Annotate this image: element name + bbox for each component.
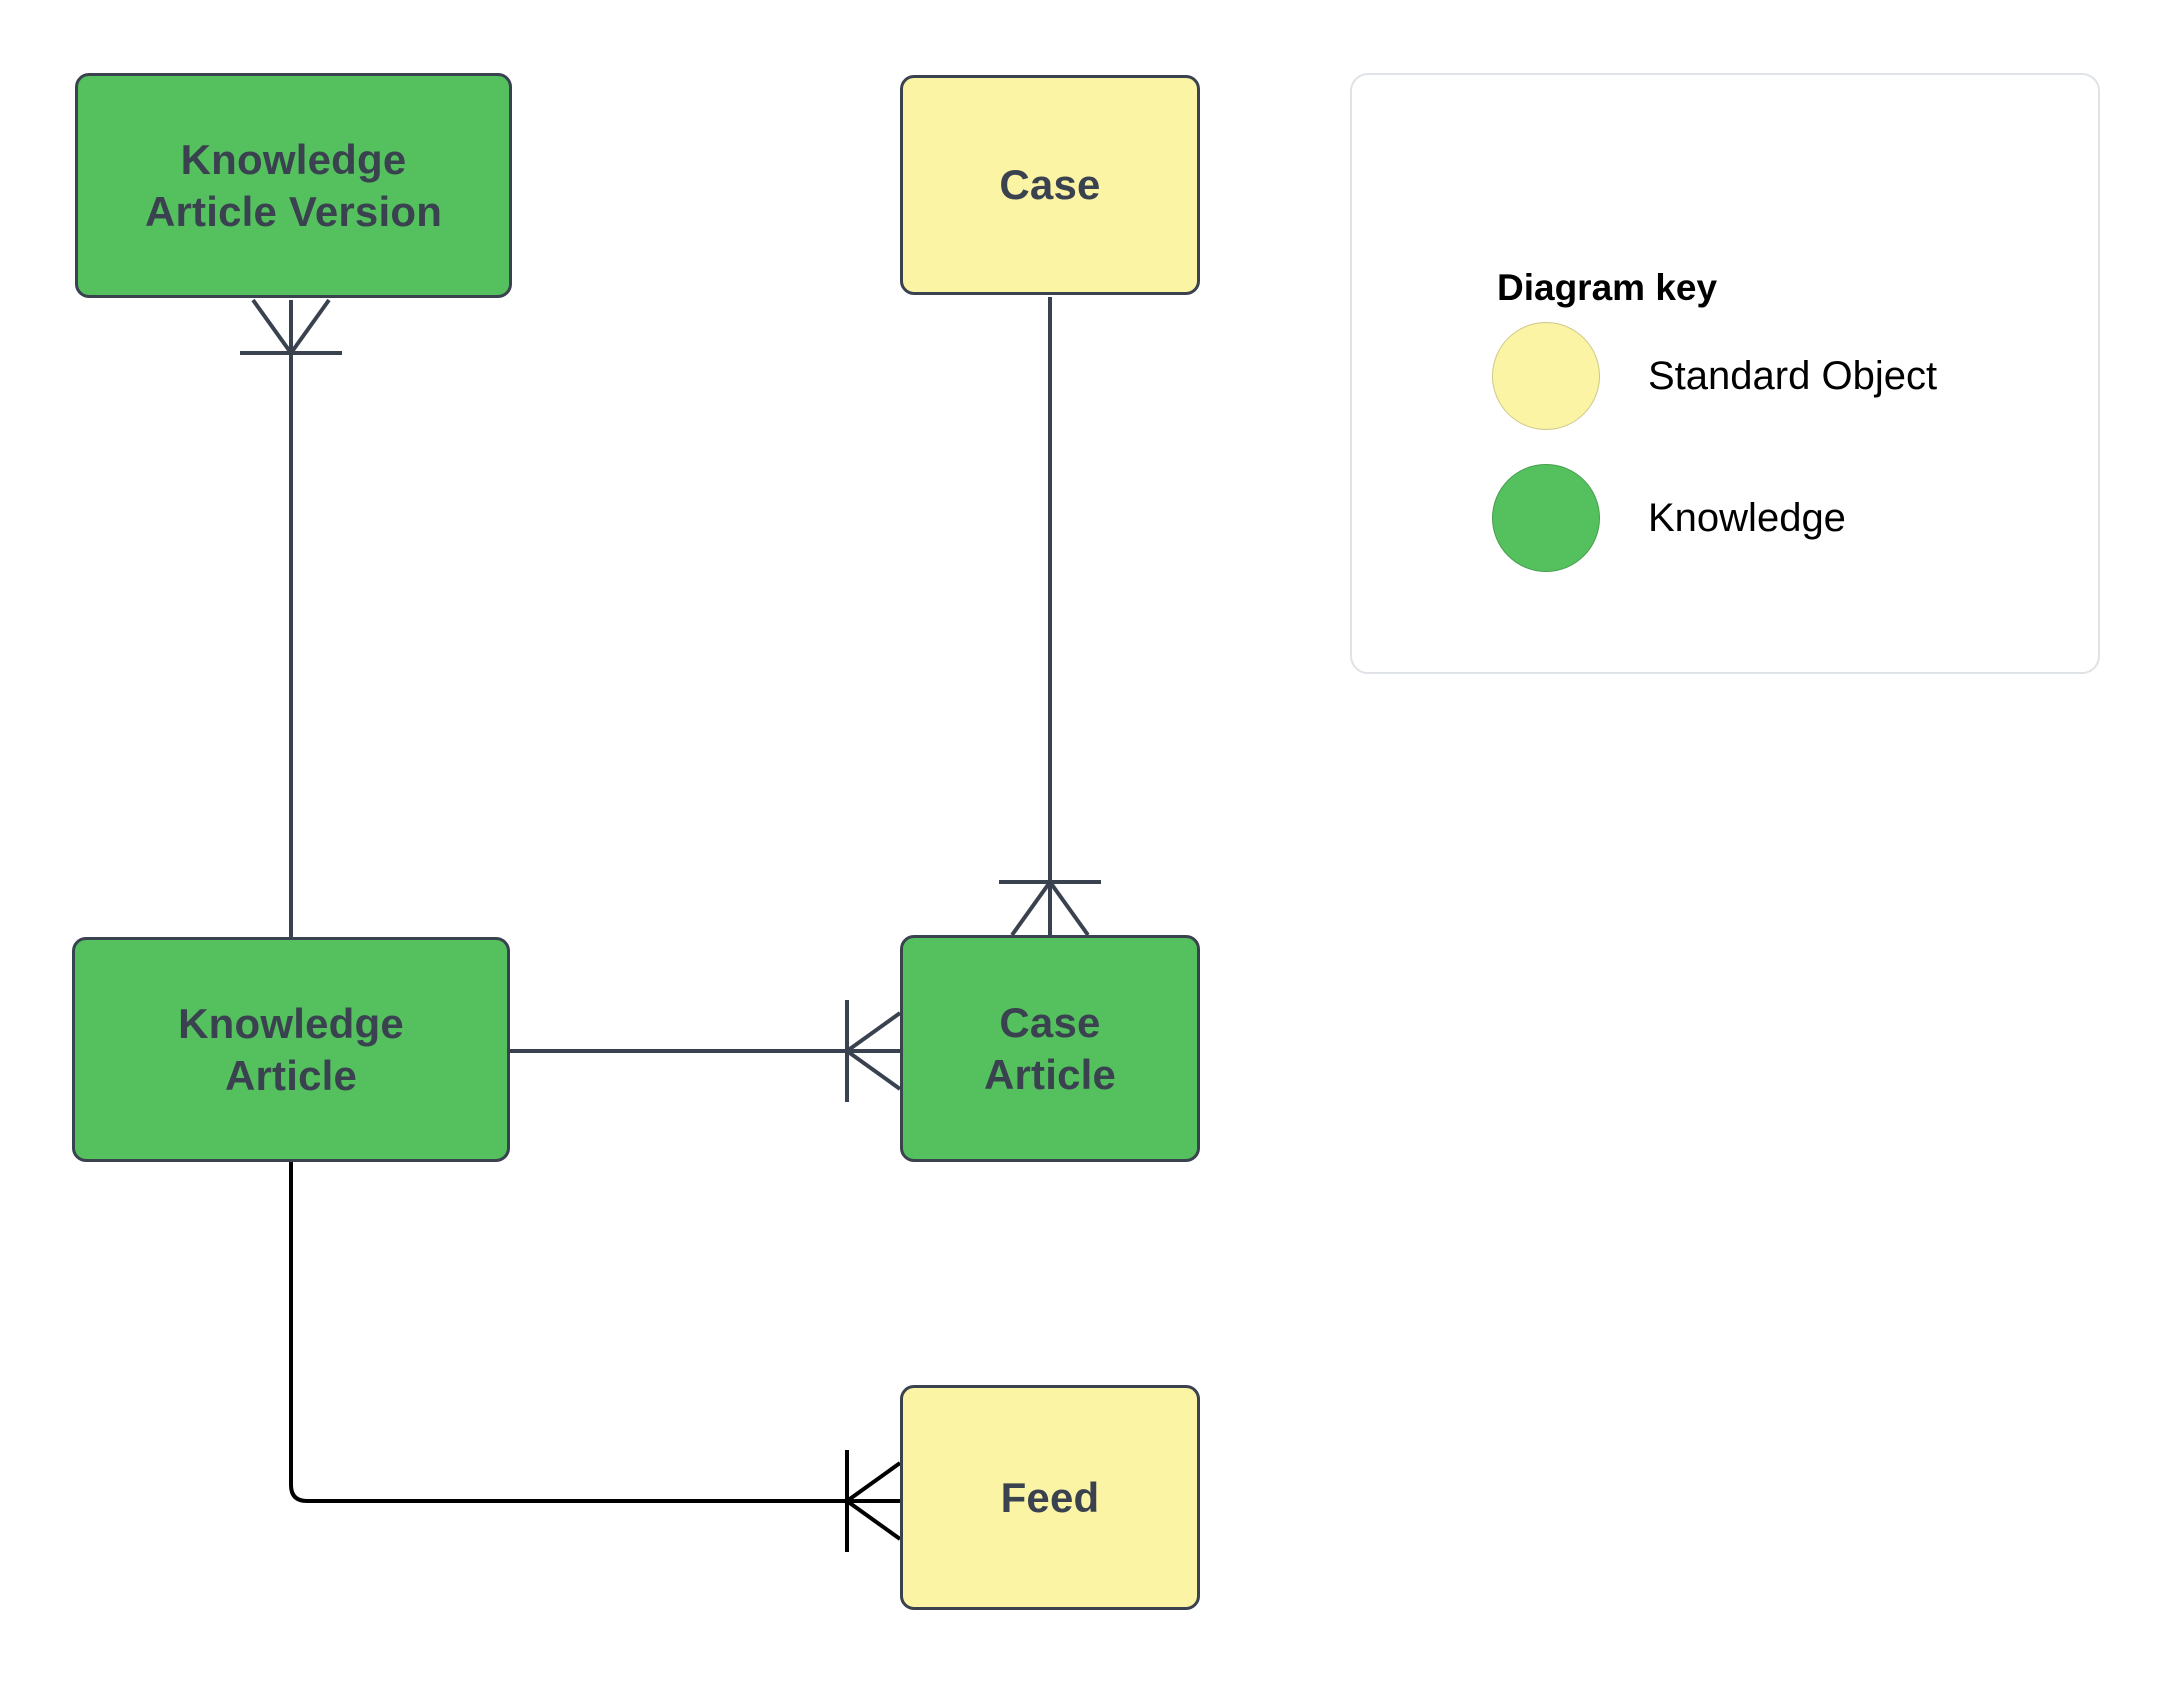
entity-node-case-article[interactable]: Case Article	[900, 935, 1200, 1162]
legend-swatch-knowledge-icon	[1492, 464, 1600, 572]
legend-label-standard-object: Standard Object	[1648, 353, 1938, 398]
entity-node-knowledge-article[interactable]: Knowledge Article	[72, 937, 510, 1162]
diagram-key-title: Diagram key	[1497, 267, 1718, 308]
entity-node-feed[interactable]: Feed	[900, 1385, 1200, 1610]
entity-node-case[interactable]: Case	[900, 75, 1200, 295]
connector-ka-to-feed	[289, 1162, 902, 1552]
entity-label: Case Article	[983, 999, 1117, 1098]
connector-ka-to-kav	[240, 298, 342, 937]
legend-item-standard-object: Standard Object	[1492, 322, 1937, 430]
legend-swatch-standard-object-icon	[1492, 322, 1600, 430]
entity-label: Knowledge Article Version	[144, 136, 443, 235]
entity-label: Case	[999, 161, 1101, 209]
entity-label: Feed	[1000, 1473, 1100, 1521]
entity-node-knowledge-article-version[interactable]: Knowledge Article Version	[75, 73, 512, 298]
connector-case-to-casearticle	[999, 297, 1101, 937]
connector-ka-to-casearticle	[510, 1000, 902, 1102]
legend-item-knowledge: Knowledge	[1492, 464, 1846, 572]
diagram-key-panel: Diagram key Standard Object Knowledge	[1350, 73, 2100, 674]
legend-label-knowledge: Knowledge	[1648, 495, 1846, 540]
entity-label: Knowledge Article	[178, 1000, 404, 1099]
